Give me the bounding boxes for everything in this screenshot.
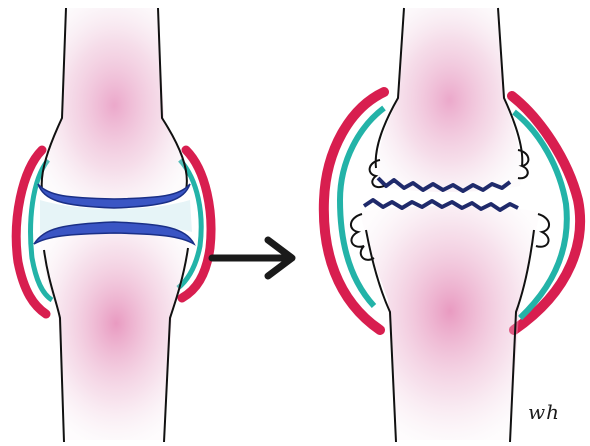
artist-signature: wh [528, 400, 560, 424]
osteoarthritic-joint [324, 8, 580, 442]
lower-bone-oa [360, 206, 540, 440]
healthy-joint [16, 8, 211, 442]
progression-arrow [212, 240, 292, 276]
